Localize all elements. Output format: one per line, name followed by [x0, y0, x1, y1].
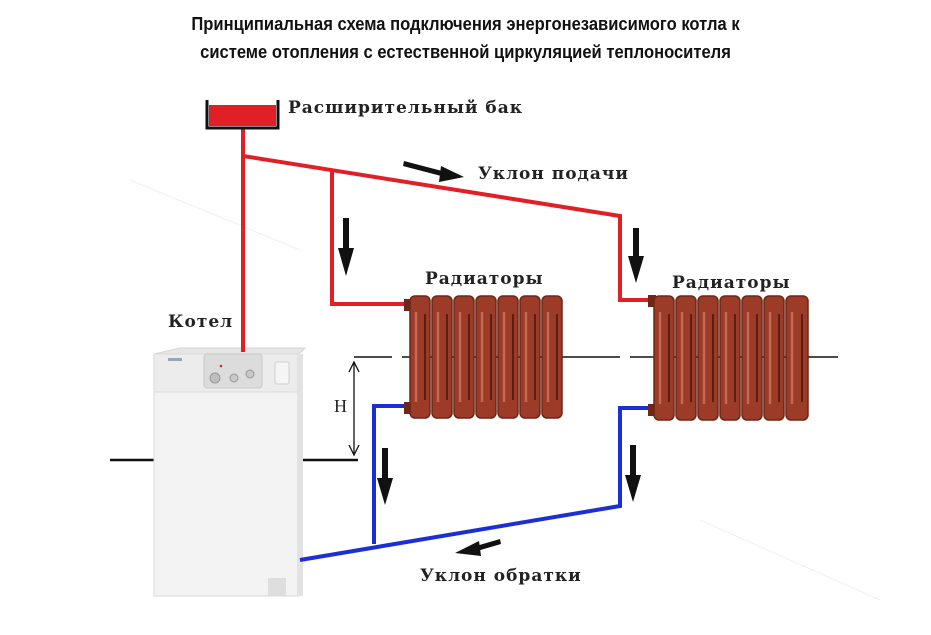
expansion-tank-label: Расширительный бак [288, 98, 524, 118]
expansion-tank [205, 100, 280, 130]
arrow-down-left-branch-icon [338, 218, 354, 276]
thermostat-knob [209, 372, 221, 384]
radiator-left [404, 295, 563, 419]
arrow-down-right-branch-icon [628, 228, 644, 283]
arrow-down-return-right-icon [625, 445, 641, 502]
supply-branch-left [330, 170, 406, 306]
height-dimension [348, 360, 360, 457]
return-slope-label: Уклон обратки [420, 566, 582, 586]
boiler-label: Котел [168, 312, 234, 332]
diagram-title-line-2: системе отопления с естественной циркуля… [200, 42, 731, 62]
supply-pipes [241, 128, 650, 352]
arrow-supply-right-icon [403, 161, 464, 182]
supply-main-pipe [242, 154, 650, 302]
return-pipes [299, 404, 650, 562]
diagram-title-line-1: Принципиальная схема подключения энергон… [191, 14, 740, 34]
radiator-right [648, 295, 809, 421]
height-label: H [334, 396, 347, 416]
boiler [153, 347, 307, 597]
arrow-down-return-left-icon [377, 448, 393, 505]
background-shading [129, 179, 881, 601]
arrow-return-left-icon [455, 539, 501, 556]
flow-arrows [338, 161, 644, 556]
return-main-pipe [299, 406, 650, 562]
supply-slope-label: Уклон подачи [478, 164, 629, 184]
return-left-pipe [372, 404, 406, 544]
radiators-left-label: Радиаторы [425, 269, 544, 289]
radiators-right-label: Радиаторы [672, 273, 791, 293]
